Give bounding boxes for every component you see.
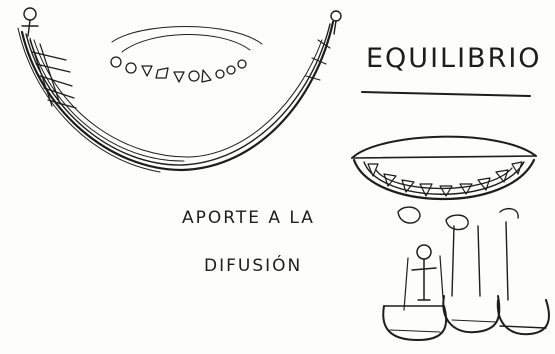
note-line-2: DIFUSIÓN [204,254,302,276]
sketch-title: EQUILIBRIO [366,43,542,74]
title-underline [361,91,531,97]
balance-sketch [351,135,550,341]
note-line-1: APORTE A LA [182,208,315,228]
bowl-sketch [17,7,342,173]
